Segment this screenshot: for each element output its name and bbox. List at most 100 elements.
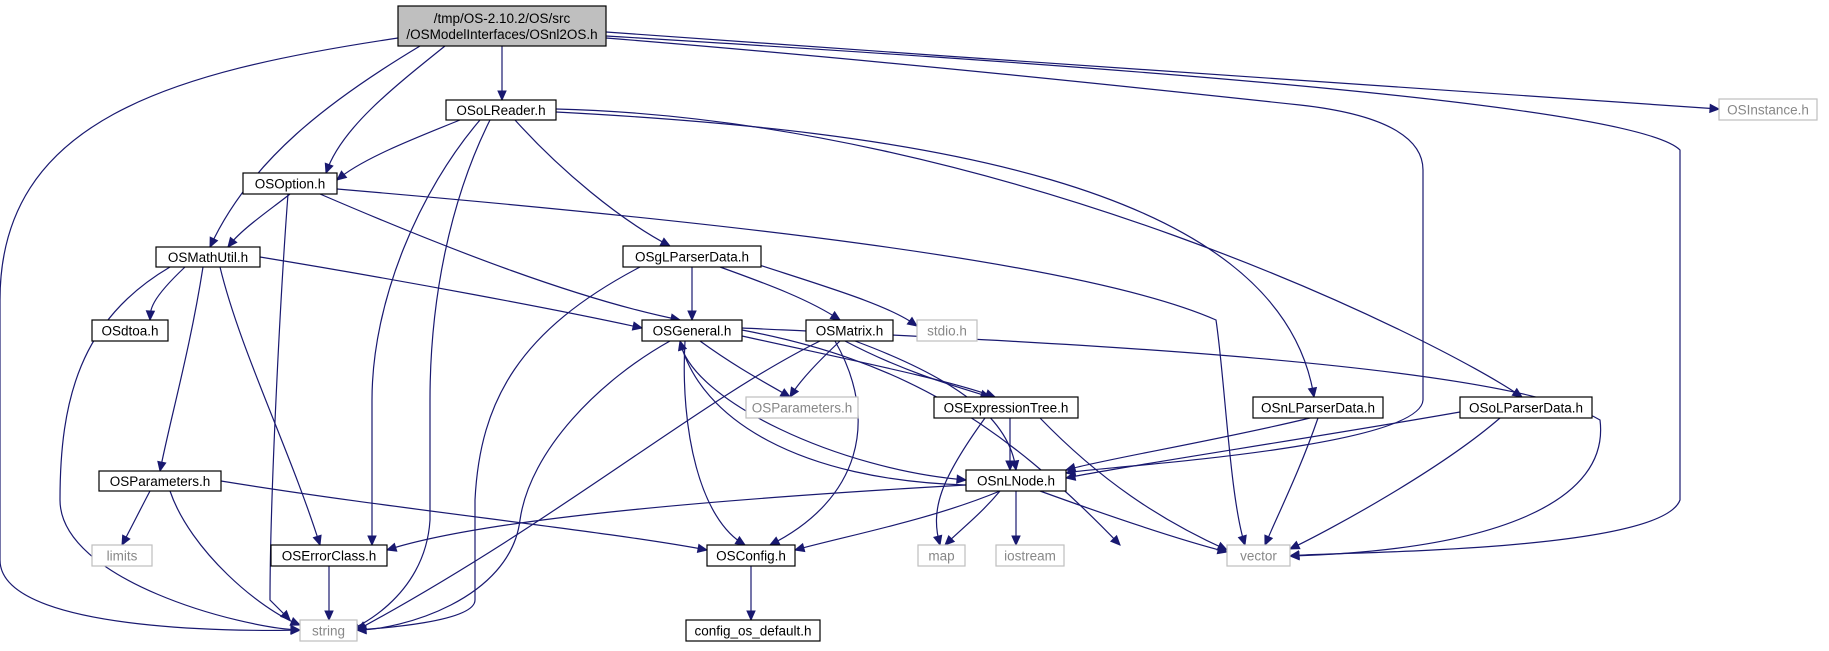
edge-arrowhead xyxy=(1288,550,1300,561)
edge-arrowhead xyxy=(687,310,697,322)
node-osnlnode[interactable]: OSnLNode.h xyxy=(965,469,1067,492)
dependency-edge xyxy=(514,119,671,247)
edge-arrowhead xyxy=(367,535,377,547)
edge-arrowhead xyxy=(227,236,238,248)
node-label: OSoLParserData.h xyxy=(1469,401,1583,416)
node-label: vector xyxy=(1240,549,1277,564)
edge-arrowhead xyxy=(944,534,956,546)
node-osolreader[interactable]: OSoLReader.h xyxy=(445,99,557,121)
dependency-edge xyxy=(605,37,1424,474)
edge-arrowhead xyxy=(1005,460,1015,472)
node-label: OSdtoa.h xyxy=(101,324,158,339)
dependency-edges xyxy=(0,31,1721,636)
node-oserrorclass[interactable]: OSErrorClass.h xyxy=(270,544,388,567)
node-box xyxy=(98,470,222,492)
node-osexpressiontree[interactable]: OSExpressionTree.h xyxy=(933,396,1079,419)
edge-arrowhead xyxy=(631,321,644,331)
dependency-edge xyxy=(356,340,821,631)
edge-arrowhead xyxy=(768,536,781,546)
dependency-edge xyxy=(356,340,671,631)
edge-arrowhead xyxy=(324,162,334,175)
node-box xyxy=(622,245,762,268)
dependency-edge xyxy=(269,193,291,621)
dependency-edge xyxy=(769,340,859,546)
dependency-edge xyxy=(169,490,301,626)
edge-arrowhead xyxy=(677,339,688,352)
node-box xyxy=(933,396,1079,419)
node-box xyxy=(1226,544,1291,567)
node-box xyxy=(91,544,153,567)
node-label: stdio.h xyxy=(927,324,967,339)
dependency-edge xyxy=(719,266,841,321)
dependency-edge xyxy=(159,266,204,472)
node-osmathutil[interactable]: OSMathUtil.h xyxy=(155,246,261,268)
edge-arrowhead xyxy=(1264,534,1274,547)
edge-arrowhead xyxy=(779,388,792,398)
node-label: iostream xyxy=(1004,549,1056,564)
dependency-edge xyxy=(605,31,1720,110)
dependency-edge xyxy=(219,266,321,546)
node-osdtoa[interactable]: OSdtoa.h xyxy=(91,319,169,342)
edge-arrowhead xyxy=(1011,535,1021,547)
node-box xyxy=(641,319,743,342)
edge-arrowhead xyxy=(1064,471,1077,481)
node-osconfig[interactable]: OSConfig.h xyxy=(706,544,796,567)
node-osparameters-ext: OSParameters.h xyxy=(745,396,859,419)
edge-arrowhead xyxy=(1288,540,1301,550)
node-box xyxy=(299,619,358,642)
dependency-edge xyxy=(1039,490,1228,553)
node-osolparserdata[interactable]: OSoLParserData.h xyxy=(1459,396,1593,419)
edge-arrowhead xyxy=(497,90,507,102)
edge-arrowhead xyxy=(734,535,747,546)
node-label: OSMatrix.h xyxy=(816,324,884,339)
node-box xyxy=(155,246,261,268)
node-osgeneral[interactable]: OSGeneral.h xyxy=(641,319,743,342)
dependency-edge xyxy=(555,111,1315,398)
node-osparameters[interactable]: OSParameters.h xyxy=(98,470,222,492)
dependency-edge xyxy=(683,340,746,546)
dependency-edge xyxy=(227,193,291,248)
node-config-default[interactable]: config_os_default.h xyxy=(685,619,821,642)
node-label: string xyxy=(312,624,345,639)
node-label: OSGeneral.h xyxy=(653,324,732,339)
node-label: OSMathUtil.h xyxy=(168,250,248,265)
dependency-edge xyxy=(844,340,991,398)
dependency-edge xyxy=(386,484,967,551)
node-osglparserdata[interactable]: OSgLParserData.h xyxy=(622,245,762,268)
node-label: OSnLNode.h xyxy=(977,474,1055,489)
dependency-edge xyxy=(0,37,399,631)
edge-arrowhead xyxy=(1109,534,1121,546)
edge-arrowhead xyxy=(385,542,398,552)
node-label: OSoLReader.h xyxy=(456,103,545,118)
node-limits: limits xyxy=(91,544,153,567)
node-map: map xyxy=(917,544,966,567)
node-label: /tmp/OS-2.10.2/OS/src xyxy=(434,11,571,26)
dependency-edge xyxy=(325,45,446,174)
node-box xyxy=(1718,98,1818,121)
node-label: OSParameters.h xyxy=(110,474,211,489)
edge-arrowhead xyxy=(355,621,368,631)
node-osoption[interactable]: OSOption.h xyxy=(242,172,338,195)
dependency-edge xyxy=(679,340,967,486)
node-label: OSgLParserData.h xyxy=(635,250,749,265)
node-osmatrix[interactable]: OSMatrix.h xyxy=(805,319,894,342)
node-box xyxy=(91,319,169,342)
edge-arrowhead xyxy=(209,236,219,249)
dependency-edge xyxy=(741,335,996,398)
node-osnlparserdata[interactable]: OSnLParserData.h xyxy=(1252,396,1384,419)
edge-arrowhead xyxy=(789,386,800,399)
edge-arrowhead xyxy=(696,543,709,553)
node-box xyxy=(270,544,388,567)
node-string: string xyxy=(299,619,358,642)
edge-arrowhead xyxy=(1216,544,1229,555)
node-label: OSOption.h xyxy=(255,177,326,192)
dependency-edge xyxy=(1289,417,1501,550)
edge-arrowhead xyxy=(659,237,672,247)
header-file-nodes: /tmp/OS-2.10.2/OS/src/OSModelInterfaces/… xyxy=(91,5,1818,642)
edge-arrowhead xyxy=(289,616,302,626)
node-label: config_os_default.h xyxy=(694,624,811,639)
dependency-edge xyxy=(679,340,967,481)
edge-arrowhead xyxy=(793,542,806,553)
dependency-edge xyxy=(1065,417,1311,471)
node-root[interactable]: /tmp/OS-2.10.2/OS/src/OSModelInterfaces/… xyxy=(397,5,607,47)
